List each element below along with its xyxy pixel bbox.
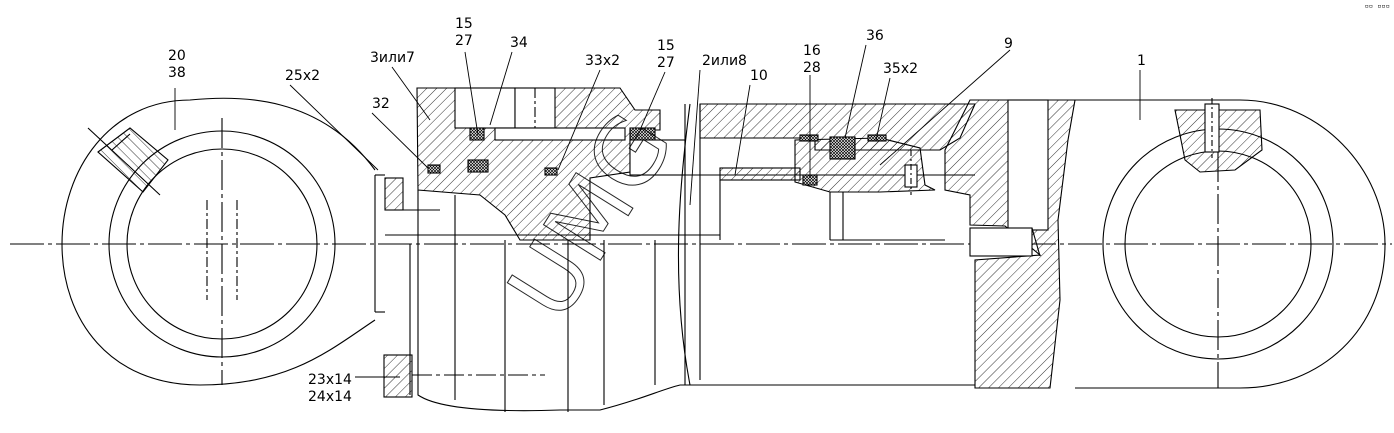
- callout-33x2: 33x2: [585, 53, 620, 69]
- callout-3ili7: 3или7: [370, 50, 415, 66]
- callout-34: 34: [510, 35, 528, 51]
- callout-35x2: 35x2: [883, 61, 918, 77]
- rod-and-gland: [374, 174, 720, 412]
- callout-25x2: 25x2: [285, 68, 320, 84]
- callout-2ili8: 2или8: [702, 53, 747, 69]
- leader-lines: [174, 44, 1141, 378]
- gland-head: [416, 87, 686, 241]
- callout-9: 9: [1004, 36, 1013, 52]
- callout-10: 10: [750, 68, 768, 84]
- corner-mark: ▫▫ ▫▫▫: [1364, 2, 1390, 10]
- callout-1: 1: [1137, 53, 1146, 69]
- callout-32: 32: [372, 96, 390, 112]
- callout-36: 36: [866, 28, 884, 44]
- rod-eye: [61, 97, 376, 386]
- cap-eye: [1075, 98, 1386, 389]
- piston: [794, 134, 945, 241]
- cylinder-cap: [944, 99, 1076, 389]
